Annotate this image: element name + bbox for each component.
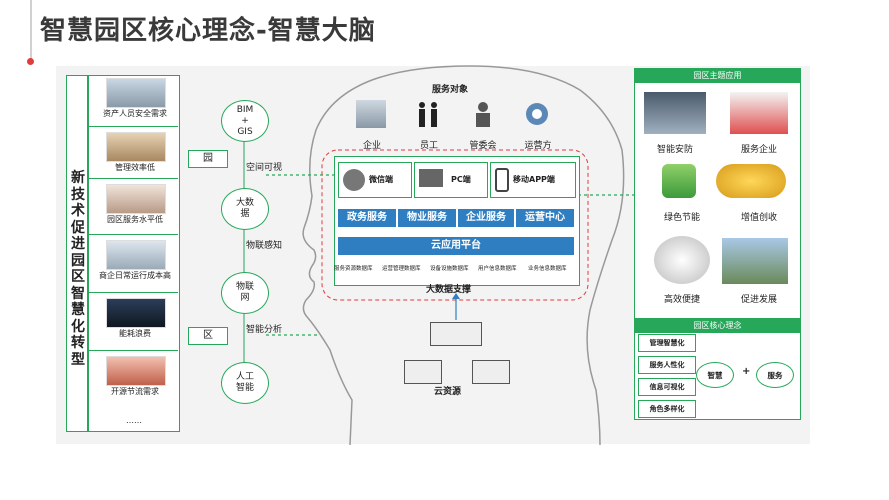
- service-gov: 政务服务: [338, 209, 396, 227]
- growth-icon: [730, 92, 788, 134]
- divider: [88, 350, 178, 351]
- need-label: 园区服务水平低: [107, 215, 163, 224]
- service-ops-center: 运营中心: [516, 209, 574, 227]
- app-value-added: 增值创收: [740, 213, 777, 223]
- tech-circle-ai: 人工 智能: [221, 362, 269, 404]
- security-photo: [644, 92, 706, 134]
- operator-icon: [520, 100, 554, 128]
- core-item: 角色多样化: [638, 400, 696, 418]
- db-user-info: 用户信息数据库: [478, 266, 517, 272]
- db-facility: 设备设施数据库: [430, 266, 469, 272]
- label-space-visual: 空间可视: [246, 163, 283, 173]
- apps-title: 园区主题应用: [635, 69, 800, 83]
- service-enterprise: 企业服务: [458, 209, 514, 227]
- core-item: 管理智慧化: [638, 334, 696, 352]
- tag-yuan: 园: [188, 150, 228, 168]
- need-item: 资产人员安全需求: [94, 78, 176, 120]
- db-ops-mgmt: 运营管理数据库: [382, 266, 421, 272]
- need-label: 资产人员安全需求: [103, 109, 167, 118]
- app-development: 促进发展: [740, 295, 777, 305]
- phone-photo: [106, 240, 166, 270]
- divider: [88, 126, 178, 127]
- terminal-label: 微信端: [369, 175, 393, 184]
- tech-circle-bim-gis: BIM + GIS: [221, 100, 269, 142]
- app-green-energy: 绿色节能: [663, 213, 700, 223]
- label-smart-analysis: 智能分析: [246, 325, 283, 335]
- object-staff: 员工: [419, 141, 438, 151]
- need-item: 园区服务水平低: [94, 184, 176, 226]
- need-item: 商企日常运行成本高: [94, 240, 176, 282]
- service-objects-title: 服务对象: [432, 85, 469, 95]
- need-item: 开源节流需求: [94, 356, 176, 398]
- need-label: 能耗浪费: [119, 329, 151, 338]
- green-house-icon: [662, 164, 696, 198]
- paperwork-photo: [106, 132, 166, 162]
- object-enterprise: 企业: [362, 141, 381, 151]
- terminal-app: 移动APP端: [490, 162, 576, 198]
- wechat-icon: [343, 169, 365, 191]
- monitor-icon: [419, 169, 443, 187]
- divider: [88, 292, 178, 293]
- building-icon: [356, 100, 386, 128]
- core-item: 信息可视化: [638, 378, 696, 396]
- bigdata-support: 大数据支撑: [426, 285, 472, 295]
- terminal-label: PC端: [451, 175, 471, 184]
- server-icon: [404, 360, 442, 384]
- app-efficiency: 高效便捷: [663, 295, 700, 305]
- terminal-pc: PC端: [414, 162, 488, 198]
- terminal-label: 移动APP端: [513, 175, 555, 184]
- left-vertical-title: 新技术促进园区智慧化转型: [71, 170, 85, 368]
- db-service-resource: 服务资源数据库: [334, 266, 373, 272]
- db-business-info: 业务信息数据库: [528, 266, 567, 272]
- tech-circle-iot: 物联 网: [221, 272, 269, 314]
- object-operator: 运营方: [524, 141, 552, 151]
- cloud-app-platform: 云应用平台: [338, 237, 574, 255]
- server-photo: [106, 298, 166, 328]
- title-accent-dot: [27, 58, 34, 65]
- people-icon: [414, 100, 444, 128]
- tech-circle-bigdata: 大数 据: [221, 188, 269, 230]
- need-label: 开源节流需求: [111, 387, 159, 396]
- need-item: 能耗浪费: [94, 298, 176, 340]
- divider: [88, 234, 178, 235]
- plus-sign: +: [742, 366, 751, 377]
- city-photo: [722, 238, 788, 284]
- core-service: 服务: [756, 362, 794, 388]
- app-security: 智能安防: [656, 145, 693, 155]
- committee-icon: [468, 100, 498, 128]
- cloud-resources: 云资源: [434, 387, 462, 397]
- core-wisdom: 智慧: [696, 362, 734, 388]
- need-item: 管理效率低: [94, 132, 176, 174]
- server-icon: [472, 360, 510, 384]
- divider: [88, 178, 178, 179]
- need-label: 商企日常运行成本高: [99, 271, 171, 280]
- app-service-enterprise: 服务企业: [740, 145, 777, 155]
- object-committee: 管委会: [469, 141, 497, 151]
- server-icon: [430, 322, 482, 346]
- title-accent-line: [30, 0, 32, 62]
- person-photo: [106, 184, 166, 214]
- terminal-wechat: 微信端: [338, 162, 412, 198]
- phone-icon: [495, 168, 509, 192]
- core-title: 园区核心理念: [635, 319, 800, 333]
- page-title: 智慧园区核心理念-智慧大脑: [40, 16, 376, 46]
- more-ellipsis: ……: [126, 416, 142, 425]
- service-property: 物业服务: [398, 209, 456, 227]
- label-iot-sense: 物联感知: [246, 241, 283, 251]
- clock-runner-icon: [654, 236, 710, 284]
- office-photo: [106, 78, 166, 108]
- money-photo: [106, 356, 166, 386]
- tag-qu: 区: [188, 327, 228, 345]
- gold-coins-icon: [716, 164, 786, 198]
- core-item: 服务人性化: [638, 356, 696, 374]
- need-label: 管理效率低: [115, 163, 155, 172]
